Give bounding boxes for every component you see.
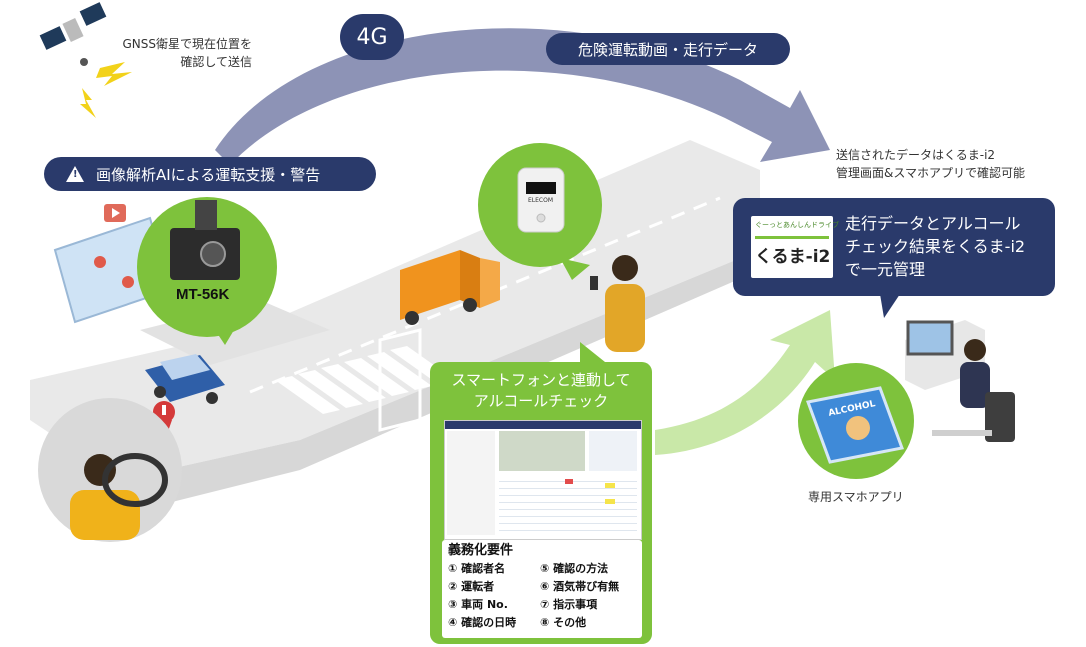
kuruma-box-line1: 走行データとアルコール: [845, 214, 1021, 233]
requirements-list: ① 確認者名 ⑤ 確認の方法 ② 運転者 ⑥ 酒気帯び有無 ③ 車両 No. ⑦…: [448, 561, 636, 631]
gnss-line2: 確認して送信: [180, 55, 252, 69]
data-transfer-badge: 危険運転動画・走行データ: [546, 33, 790, 65]
kuruma-note-line2: 管理画面&スマホアプリで確認可能: [836, 166, 1025, 180]
kuruma-logo-name: くるま-i2: [755, 242, 830, 267]
phone-link-line1: スマートフォンと連動して: [451, 371, 631, 389]
kuruma-box-line2: チェック結果をくるま-i2: [845, 237, 1026, 256]
kuruma-box-line3: で一元管理: [845, 260, 926, 279]
network-4g-badge: 4G: [340, 14, 404, 60]
kuruma-note: 送信されたデータはくるま-i2 管理画面&スマホアプリで確認可能: [836, 146, 1025, 182]
requirement-item: ① 確認者名: [448, 562, 506, 575]
app-phone-bubble: [798, 363, 914, 479]
app-caption: 専用スマホアプリ: [808, 490, 904, 504]
satellite-icon: [39, 2, 107, 66]
requirement-item: ④ 確認の日時: [448, 616, 517, 629]
dashcam-bubble: [137, 197, 277, 345]
data-transfer-label: 危険運転動画・走行データ: [577, 40, 758, 59]
requirement-item: ⑧ その他: [540, 616, 587, 629]
kuruma-logo: ぐーっとあんしんドライブ くるま-i2: [751, 216, 839, 278]
phone-link-line2: アルコールチェック: [473, 392, 609, 410]
kuruma-box-text: 走行データとアルコール チェック結果をくるま-i2 で一元管理: [845, 212, 1025, 281]
warning-triangle-icon: !: [66, 166, 84, 182]
kuruma-logo-tagline: ぐーっとあんしんドライブ: [755, 221, 839, 229]
requirement-item: ⑤ 確認の方法: [540, 562, 609, 575]
network-4g-label: 4G: [356, 24, 388, 50]
kuruma-bubble-tail: [880, 294, 900, 318]
truck-illustration: [400, 250, 500, 325]
driver-illustration: [38, 398, 182, 542]
green-box-tail: [580, 342, 605, 362]
ai-assist-text: 画像解析AIによる運転支援・警告: [96, 165, 321, 184]
gnss-line1: GNSS衛星で現在位置を: [122, 37, 252, 51]
map-thumbnail: [499, 431, 585, 471]
office-worker-illustration: [905, 320, 1015, 442]
signal-lightning-icon: [80, 62, 132, 118]
person-with-phone-illustration: [590, 255, 645, 352]
requirement-item: ② 運転者: [448, 580, 495, 593]
requirements-title: 義務化要件: [448, 543, 514, 558]
upload-arrow: [655, 310, 835, 455]
requirements-panel: 義務化要件 ① 確認者名 ⑤ 確認の方法 ② 運転者 ⑥ 酒気帯び有無 ③ 車両…: [442, 540, 642, 638]
kuruma-note-line1: 送信されたデータはくるま-i2: [836, 148, 996, 162]
phone-link-title: スマートフォンと連動して アルコールチェック: [430, 370, 652, 412]
requirement-item: ⑦ 指示事項: [540, 598, 598, 611]
management-screen-thumbnail: [444, 420, 642, 540]
gnss-label: GNSS衛星で現在位置を 確認して送信: [110, 35, 252, 71]
phone-link-feature-box: スマートフォンと連動して アルコールチェック 義務化要件 ① 確認者名 ⑤ 確認…: [430, 362, 652, 644]
kuruma-logo-text: くるま-i2: [755, 247, 831, 267]
requirement-item: ③ 車両 No.: [448, 598, 508, 611]
requirement-item: ⑥ 酒気帯び有無: [540, 580, 620, 593]
kuruma-management-box: ぐーっとあんしんドライブ くるま-i2 走行データとアルコール チェック結果をく…: [733, 198, 1055, 296]
alcohol-checker-brand: ELECOM: [528, 197, 554, 204]
alcohol-checker-bubble: [478, 143, 602, 280]
device-model-label: MT-56K: [176, 286, 230, 303]
ai-assist-banner: ! 画像解析AIによる運転支援・警告: [44, 157, 376, 191]
car-illustration: [145, 354, 225, 404]
